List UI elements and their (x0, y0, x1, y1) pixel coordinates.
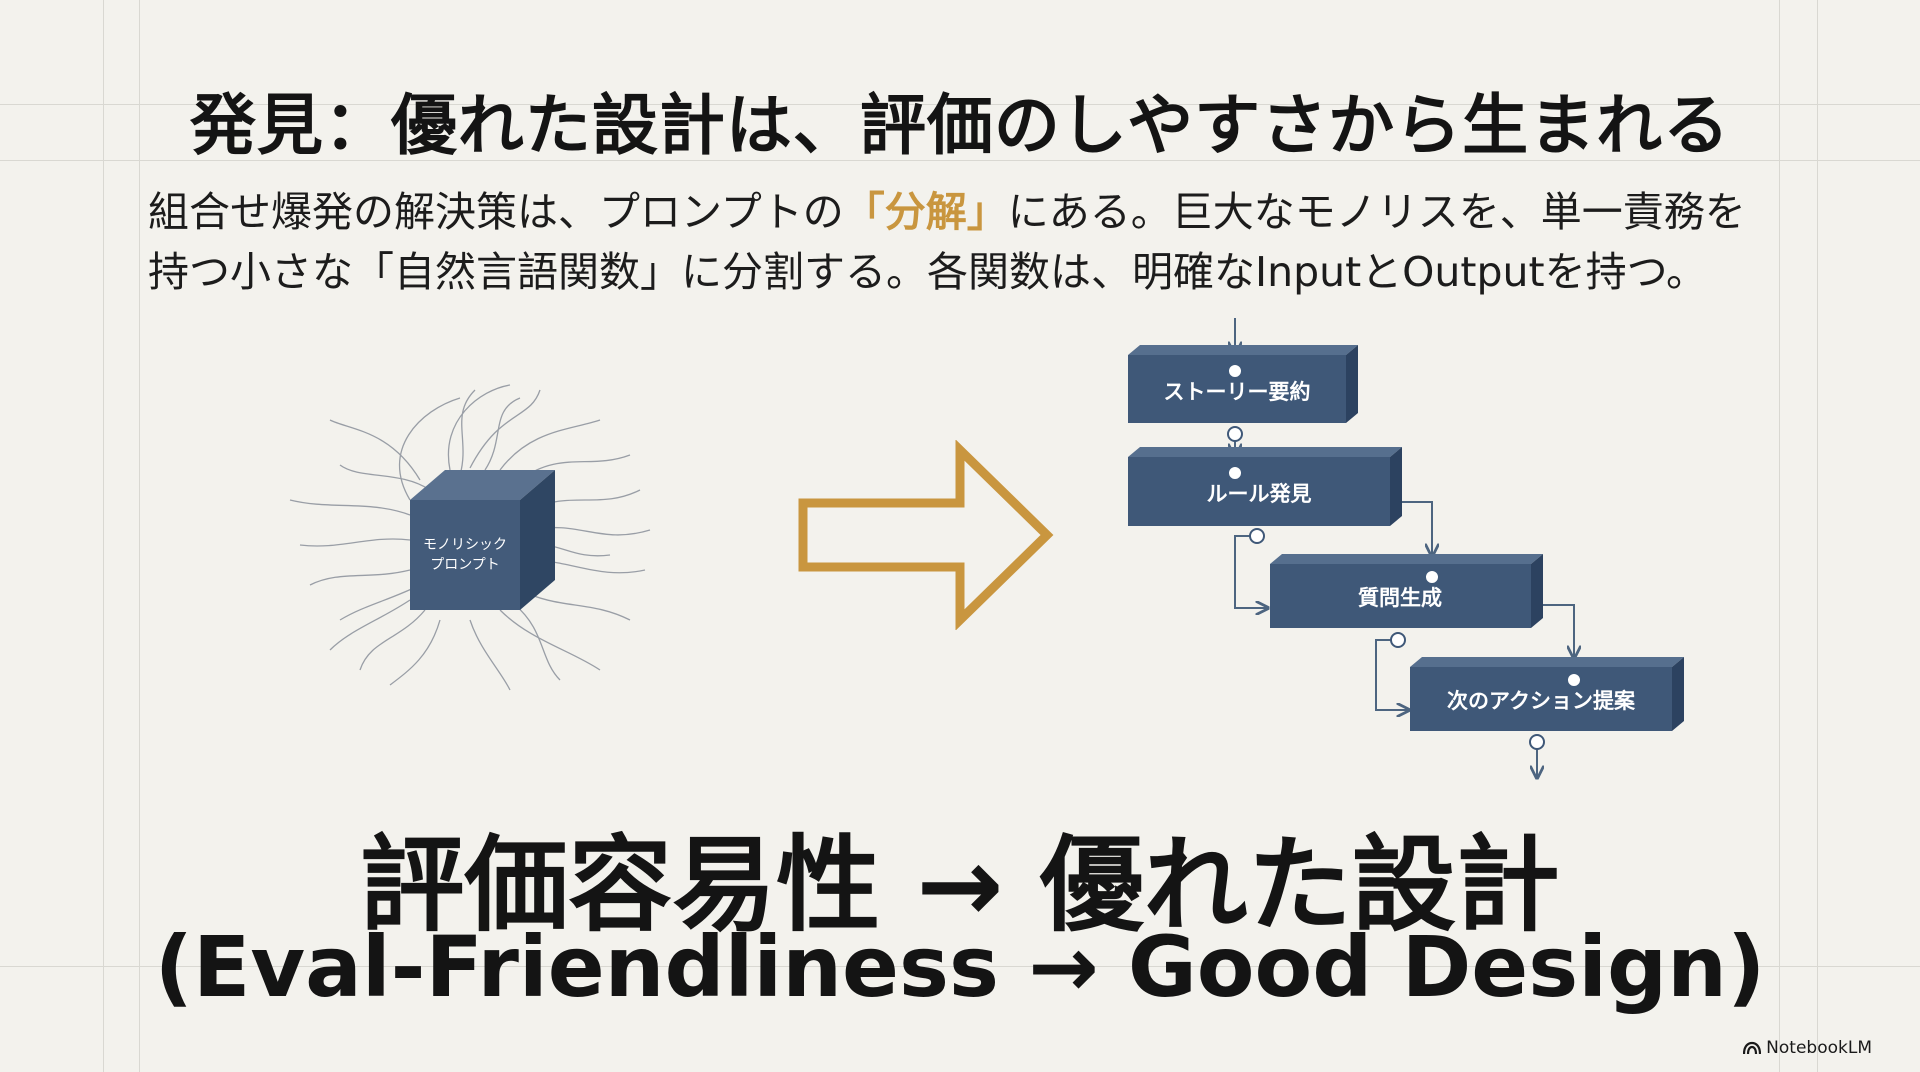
brand-watermark: NotebookLM (1743, 1038, 1872, 1058)
monolith-label-line-1: モノリシック (423, 537, 507, 553)
body-line-1-before: 組合せ爆発の解決策は、プロンプトの (148, 188, 844, 236)
guide-line (139, 0, 140, 1072)
monolith-illustration: モノリシック プロンプト (289, 384, 651, 691)
flow-step-label: ルール発見 (1207, 482, 1312, 506)
flow-step-label: 次のアクション提案 (1447, 689, 1636, 713)
function-pipeline: ストーリー要約 ルール発見 質問生成 次のアクション提案 (1128, 318, 1684, 790)
monolith-label-line-2: プロンプト (430, 557, 500, 573)
flow-step-label: ストーリー要約 (1164, 380, 1311, 404)
flow-step-1: ストーリー要約 (1128, 345, 1358, 442)
guide-line (1817, 0, 1818, 1072)
flow-step-3: 質問生成 (1270, 554, 1543, 648)
notebooklm-icon (1743, 1041, 1762, 1055)
right-arrow-outline-icon (798, 440, 1054, 630)
brand-name: NotebookLM (1766, 1038, 1872, 1058)
body-line-2: 持つ小さな「自然言語関数」に分割する。各関数は、明確なInputとOutputを… (148, 248, 1707, 296)
slide-title: 発見：優れた設計は、評価のしやすさから生まれる (189, 87, 1731, 164)
flow-step-2: ルール発見 (1128, 447, 1402, 544)
flow-step-4: 次のアクション提案 (1410, 657, 1684, 750)
slide-body: 組合せ爆発の解決策は、プロンプトの「分解」にある。巨大なモノリスを、単一責務を … (148, 182, 1768, 302)
body-highlight: 「分解」 (843, 188, 1008, 236)
conclusion-subheading: (Eval-Friendliness → Good Design) (154, 918, 1766, 1016)
guide-line (1779, 0, 1780, 1072)
flow-step-label: 質問生成 (1358, 586, 1442, 610)
body-line-1: 組合せ爆発の解決策は、プロンプトの「分解」にある。巨大なモノリスを、単一責務を (148, 182, 1768, 242)
monolith-cube (410, 470, 555, 610)
conclusion-heading: 評価容易性 → 優れた設計 (360, 824, 1560, 946)
guide-line (103, 0, 104, 1072)
body-line-1-after: にある。巨大なモノリスを、単一責務を (1007, 188, 1746, 236)
guide-line (0, 104, 1920, 105)
guide-line (0, 160, 1920, 161)
guide-line (0, 966, 1920, 967)
